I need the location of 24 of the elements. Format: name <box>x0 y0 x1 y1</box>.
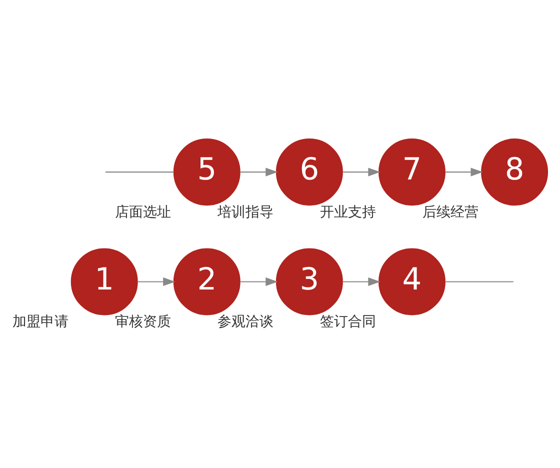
arrow <box>137 276 176 286</box>
arrow <box>240 167 278 176</box>
connector <box>445 280 514 282</box>
node-circle: 4 <box>378 248 446 315</box>
node-label: 培训指导 <box>218 204 274 220</box>
node-circle: 1 <box>70 248 138 315</box>
node-label: 参观洽谈 <box>218 314 274 330</box>
node-label: 后续经营 <box>422 204 479 220</box>
arrow <box>342 276 380 286</box>
arrow <box>445 167 483 176</box>
node-label: 加盟申请 <box>12 314 68 330</box>
node-circle: 7 <box>378 138 446 206</box>
node-label: 店面选址 <box>115 204 172 220</box>
node-label: 审核资质 <box>115 314 172 330</box>
node-circle: 5 <box>173 138 240 206</box>
arrow <box>240 276 278 286</box>
node-circle: 8 <box>481 138 548 206</box>
node-label: 签订合同 <box>320 314 376 330</box>
node-label: 开业支持 <box>320 204 376 220</box>
node-circle: 2 <box>173 248 240 315</box>
node-circle: 3 <box>276 248 343 315</box>
node-circle: 6 <box>276 138 343 206</box>
arrow <box>342 167 380 176</box>
connector <box>105 171 174 172</box>
